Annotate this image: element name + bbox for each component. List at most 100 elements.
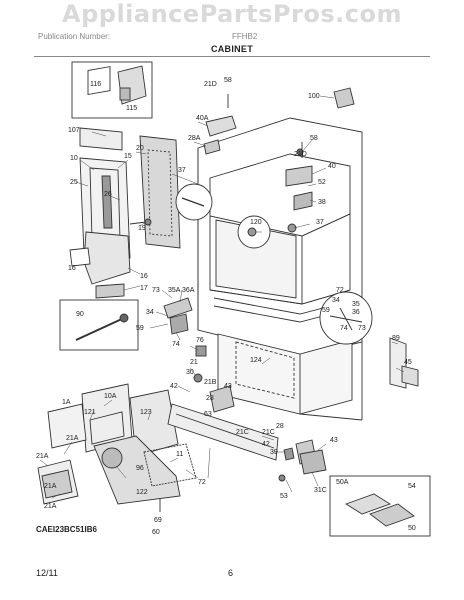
callout-21C-a: 21C [236,429,249,436]
callout-21A-d: 21A [44,503,57,510]
part-40 [285,165,313,187]
part-76 [195,345,207,357]
callout-96: 96 [136,465,144,472]
callout-21: 21 [190,359,198,366]
lower-compartment-124 [217,333,353,415]
callout-11: 11 [176,451,183,458]
callout-124: 124 [250,357,262,364]
callout-50: 50 [408,525,416,532]
part-39 [283,447,295,461]
callout-26: 26 [104,191,112,198]
callout-58-a: 58 [224,77,232,84]
callout-59-detail: 59 [322,307,330,314]
callout-90: 90 [76,311,84,318]
part-37 [287,223,297,233]
callout-28: 28 [206,395,214,402]
callout-45: 45 [404,359,412,366]
callout-40A: 40A [196,115,209,122]
callout-21B: 21B [204,379,217,386]
callout-19: 19 [138,225,146,232]
callout-116: 116 [90,81,101,88]
callout-36A: 36A [182,287,195,294]
model-faint-label: FFHB2 [232,32,258,41]
callout-50A: 50A [336,479,349,486]
callout-69: 69 [154,517,162,524]
part-11-vent [143,443,197,487]
callout-115: 115 [126,105,137,112]
footer-page-number: 6 [228,568,234,578]
part-16-housing [83,231,131,285]
callout-76: 76 [196,337,204,344]
callout-36: 36 [352,309,360,316]
callout-35: 35 [352,301,360,308]
callout-58-b: 58 [310,135,318,142]
callout-59: 59 [136,325,144,332]
part-45 [401,365,419,387]
callout-53: 53 [280,493,288,500]
callout-72: 72 [198,479,206,486]
part-107 [79,127,123,151]
callout-20: 20 [136,145,144,152]
part-122 [101,447,123,469]
callout-21A-a: 21A [66,435,79,442]
callout-73-detail: 73 [358,325,366,332]
part-35A [163,297,193,319]
callout-28A: 28A [188,135,201,142]
callout-54: 54 [408,483,416,490]
model-code: CAEI23BC51IB6 [36,525,97,534]
callout-74-detail: 74 [340,325,348,332]
callout-52: 52 [318,179,326,186]
part-53 [278,474,286,482]
callout-121: 121 [84,409,96,416]
callout-72-detail: 72 [336,287,344,294]
callout-43-left: 43 [224,383,232,390]
inset-box-116-115 [71,61,153,119]
callout-21A-c: 21A [44,483,57,490]
callout-40: 40 [328,163,336,170]
callout-42: 42 [170,383,178,390]
section-title: CABINET [210,44,254,54]
callout-15: 15 [124,153,132,160]
part-100 [333,87,355,109]
callout-35A: 35A [168,287,181,294]
callout-25: 25 [70,179,78,186]
callout-16-left: 16 [68,265,76,272]
callout-38: 38 [318,199,326,206]
callout-89: 89 [392,335,400,342]
part-20-insulation [139,135,181,249]
part-28A [203,139,221,155]
header-rule [34,56,430,57]
part-21B [209,385,235,413]
detail-circle-72 [319,291,373,345]
publication-number-label: Publication Number: [38,32,111,41]
callout-10: 10 [70,155,78,162]
callout-21D-a: 21D [204,81,217,88]
callout-10A: 10A [104,393,117,400]
callout-122: 122 [136,489,148,496]
callout-37: 37 [316,219,324,226]
footer-date: 12/11 [36,568,58,578]
callout-43-right: 43 [330,437,338,444]
callout-60: 60 [152,529,160,536]
callout-37-left: 37 [178,167,186,174]
part-31C [299,449,327,475]
callout-107: 107 [68,127,80,134]
callout-16: 16 [140,273,148,280]
callout-31C: 31C [314,487,327,494]
part-40A [205,115,237,137]
watermark-logo: AppliancePartsPros.com [62,0,402,28]
callout-74: 74 [172,341,180,348]
part-1A [47,403,87,449]
callout-34-detail: 34 [332,297,340,304]
inset-box-50 [329,475,431,537]
part-17 [95,283,125,299]
callout-120: 120 [250,219,262,226]
callout-21A-b: 21A [36,453,49,460]
callout-21C-b: 21C [262,429,275,436]
callout-28-right: 28 [276,423,284,430]
callout-39: 39 [270,449,278,456]
callout-30: 30 [186,369,194,376]
callout-34: 34 [146,309,154,316]
callout-42-right: 42 [262,441,270,448]
